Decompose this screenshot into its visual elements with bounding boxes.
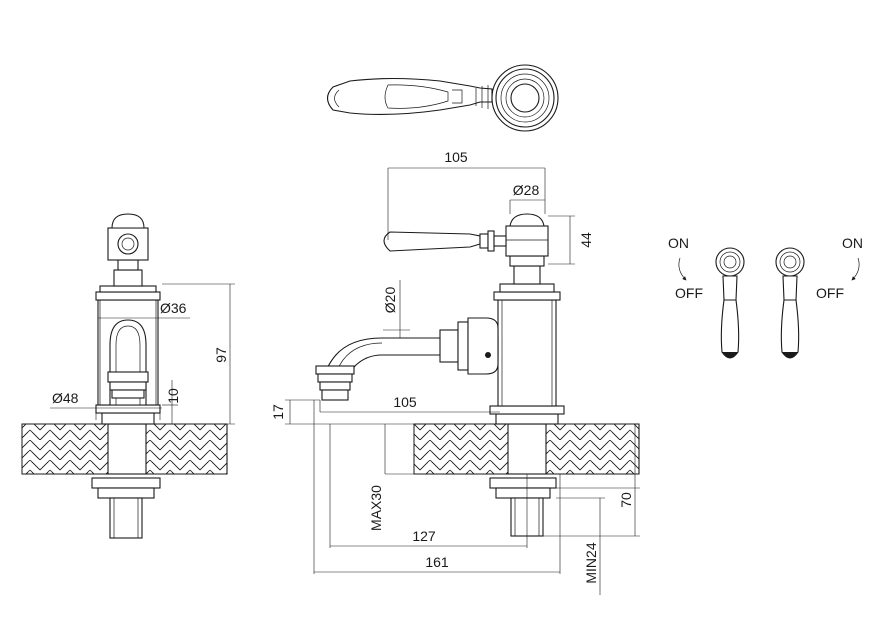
dim-base-height: 10 — [165, 388, 181, 404]
dim-base-diameter: Ø48 — [52, 390, 79, 406]
dim-body-diameter: Ø36 — [160, 300, 187, 316]
dim-min-tail: MIN24 — [583, 542, 599, 583]
front-view — [21, 213, 228, 539]
left-off-label: OFF — [675, 285, 703, 301]
dim-height: 97 — [213, 347, 229, 363]
left-on-label: ON — [668, 235, 689, 251]
dim-spout-diameter: Ø20 — [382, 287, 398, 314]
dim-spout-reach: 105 — [393, 394, 417, 410]
dim-aerator-height: 17 — [270, 404, 286, 420]
right-off-label: OFF — [816, 285, 844, 301]
dim-hole-offset: 127 — [412, 528, 436, 544]
dim-tail-length: 70 — [618, 492, 634, 508]
operation-left — [678, 247, 745, 359]
dim-top-width: 105 — [444, 149, 468, 165]
top-view — [326, 64, 559, 132]
dim-handle-height: 44 — [578, 232, 594, 248]
dim-overall-length: 161 — [425, 554, 449, 570]
right-on-label: ON — [842, 235, 863, 251]
dim-handle-diameter: Ø28 — [513, 182, 540, 198]
dim-max-deck-thickness: MAX30 — [368, 485, 384, 531]
operation-right — [775, 247, 860, 359]
side-view — [315, 213, 640, 537]
dimension-lines — [50, 167, 640, 595]
